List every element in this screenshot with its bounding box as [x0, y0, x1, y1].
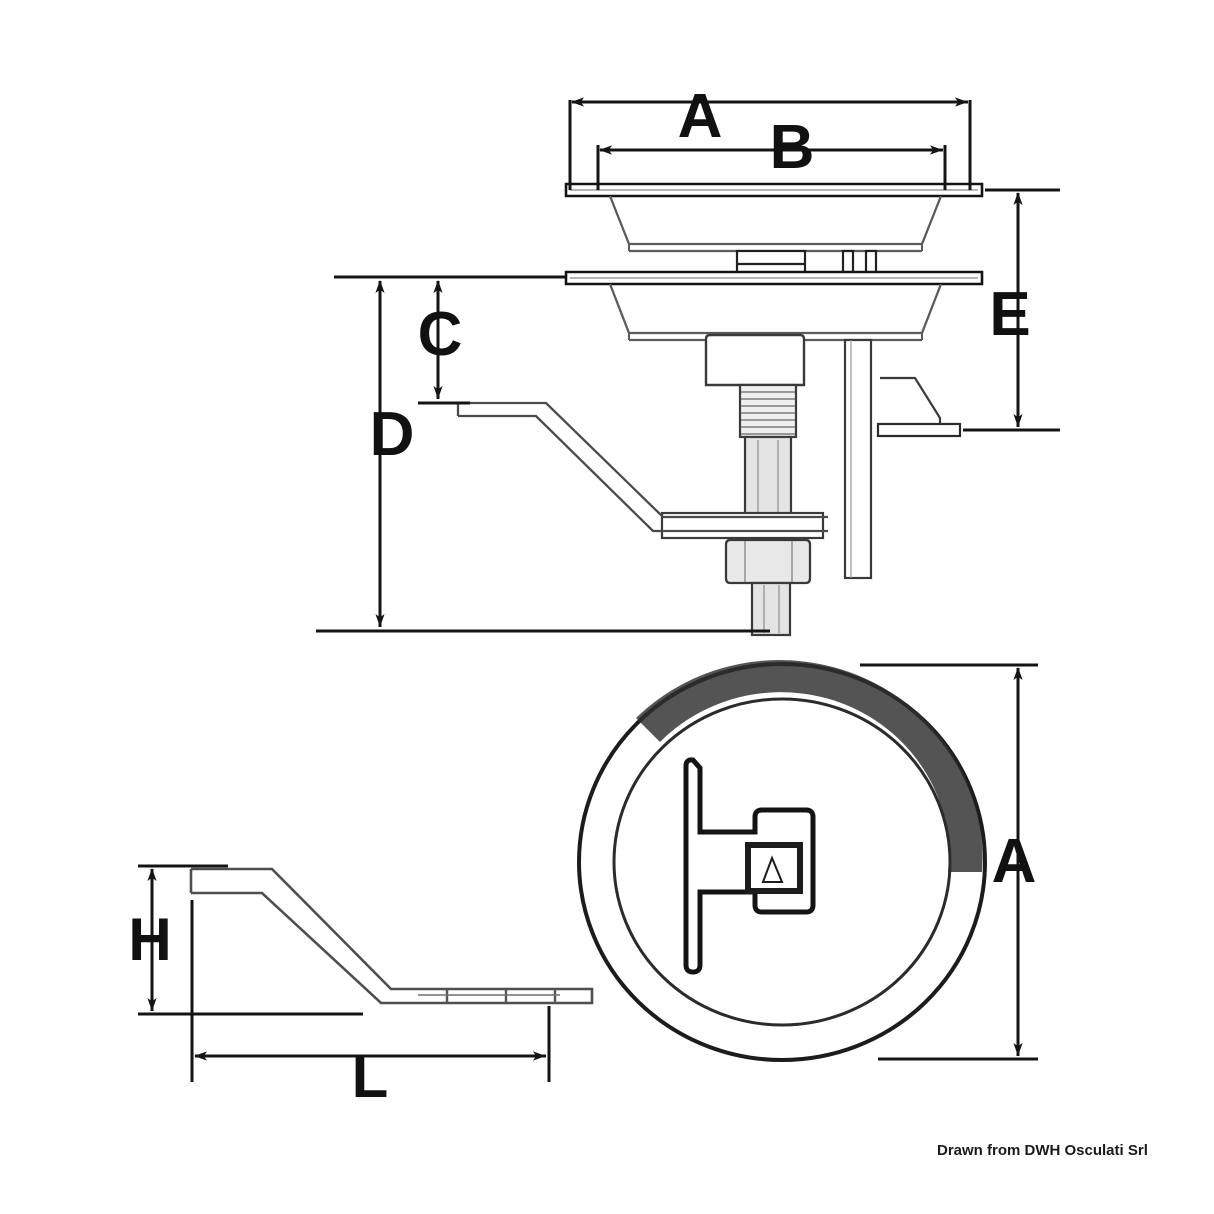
stem-boss-block: [704, 333, 806, 387]
stem-bottom-tip: [750, 581, 792, 637]
threaded-stem-upper: [738, 383, 798, 439]
dimension-label-E: E: [989, 280, 1030, 349]
dimension-label-B: B: [770, 113, 815, 182]
dimension-C-section: C: [418, 280, 470, 405]
dimension-A-section: A: [568, 82, 972, 190]
dimension-label-D: D: [370, 400, 415, 469]
dimension-label-C: C: [418, 300, 463, 369]
dimension-D-section: D: [370, 280, 415, 627]
lever-handle-section: [456, 401, 828, 533]
lower-flange-plate: [564, 270, 984, 286]
dimension-H-handle: H: [128, 868, 172, 1011]
handle-profile: [189, 867, 594, 1005]
plan-pivot-inner-mark: [761, 855, 784, 883]
section-view-group: A B E D: [316, 82, 1060, 637]
upper-flange-plate: [564, 182, 984, 198]
dimension-B-section: B: [596, 113, 947, 190]
hex-nut: [724, 538, 812, 585]
dimension-A-plan: A: [860, 663, 1038, 1061]
drawing-credit-text: Drawn from DWH Osculati Srl: [937, 1142, 1148, 1159]
vertical-guide-post: [843, 338, 873, 580]
dimension-label-L: L: [352, 1043, 389, 1110]
dimension-label-A: A: [678, 82, 723, 151]
dimension-L-handle: L: [194, 1043, 546, 1110]
right-bracket-flange: [876, 376, 962, 438]
dimension-label-A-plan: A: [992, 827, 1037, 896]
dimension-E-section: E: [963, 188, 1060, 432]
latch-tongue: [735, 249, 878, 275]
plan-rim-shading: [636, 660, 983, 872]
plan-view-group: A: [577, 660, 1038, 1062]
dimension-label-H: H: [128, 906, 171, 973]
handle-view-group: H L: [128, 864, 594, 1110]
